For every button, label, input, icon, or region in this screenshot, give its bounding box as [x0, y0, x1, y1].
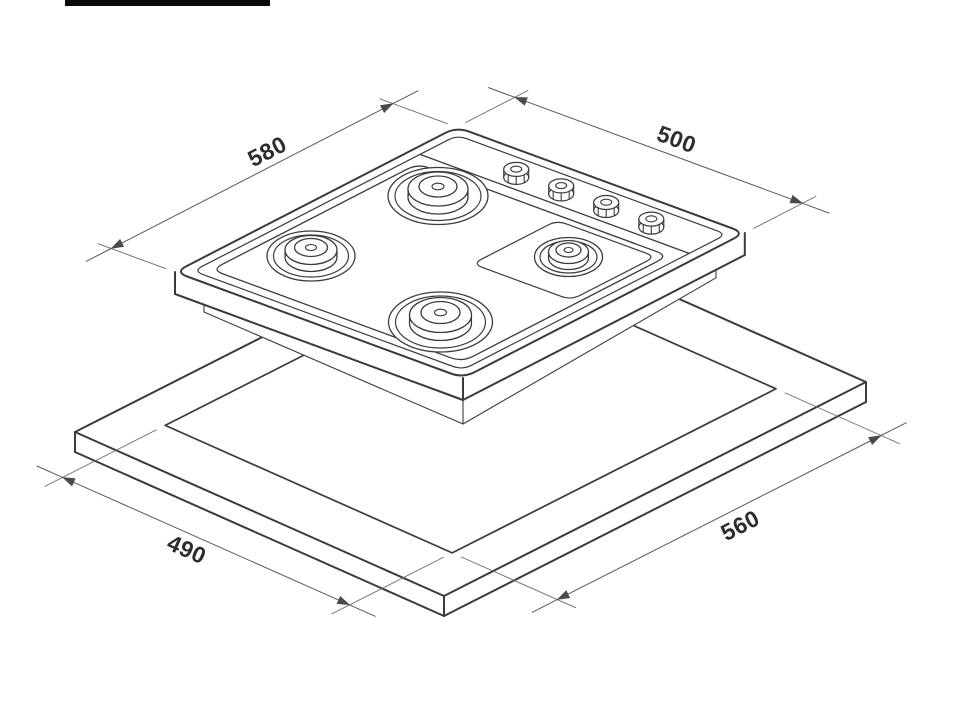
extension-line [331, 556, 444, 615]
extension-line [379, 98, 448, 125]
burner-cap-center [433, 308, 448, 317]
hob-inset-rim [197, 136, 723, 369]
extension-line [44, 429, 157, 487]
hob-top-face [179, 128, 740, 377]
dimension-overshoot [802, 202, 830, 214]
knob-top [593, 194, 620, 211]
control-knob-3 [593, 194, 620, 219]
burner-large-bottom [387, 291, 494, 353]
extension-line [97, 243, 167, 270]
dimension-line [110, 103, 394, 249]
hob-tray-left-edge [203, 311, 464, 425]
burner-cap [418, 175, 458, 198]
dimension-overshoot [531, 599, 558, 613]
dimension-overshoot [85, 248, 112, 262]
dimension-overshoot [488, 87, 516, 98]
extension-line [460, 556, 577, 609]
dimension-overshoot [349, 604, 376, 617]
control-strip-divider [419, 153, 690, 255]
burner-cap-center [563, 246, 574, 254]
dimension-label-cutout-depth: 490 [163, 529, 210, 569]
control-knob-4 [638, 211, 665, 235]
dimension-line [514, 96, 804, 204]
knob-marker [645, 215, 658, 223]
dimension-overshoot [880, 422, 907, 436]
small-burner-panel [476, 221, 652, 299]
dimension-label-hob-width: 580 [243, 131, 290, 172]
knob-top [638, 211, 665, 227]
burner-cap [420, 300, 461, 325]
burner-cap-center [431, 182, 445, 191]
control-knob-2 [548, 178, 575, 202]
dimension-label-hob-depth: 500 [653, 120, 699, 158]
burner-cap [293, 237, 329, 258]
burner-area-panel [216, 165, 664, 361]
burner-medium-left [266, 230, 356, 282]
control-knob-1 [503, 161, 530, 185]
top-edge-artifact [65, 0, 270, 6]
dimension-line [556, 435, 882, 601]
burner-cap [555, 242, 582, 258]
knob-top [503, 161, 530, 177]
dimension-line [62, 476, 351, 606]
dimension-overshoot [392, 90, 419, 105]
extension-line [784, 392, 900, 445]
burner-large-top [387, 166, 489, 226]
burner-small-right [533, 236, 604, 278]
dimension-overshoot [36, 465, 64, 478]
knob-top [548, 178, 575, 194]
extension-line [465, 90, 529, 123]
hob-lower-right-edge [462, 254, 746, 401]
dimension-label-cutout-width: 560 [716, 505, 763, 546]
hob-lower-left-edge [174, 293, 464, 401]
hob-tray-right-edge [462, 277, 717, 425]
extension-line [753, 195, 817, 229]
